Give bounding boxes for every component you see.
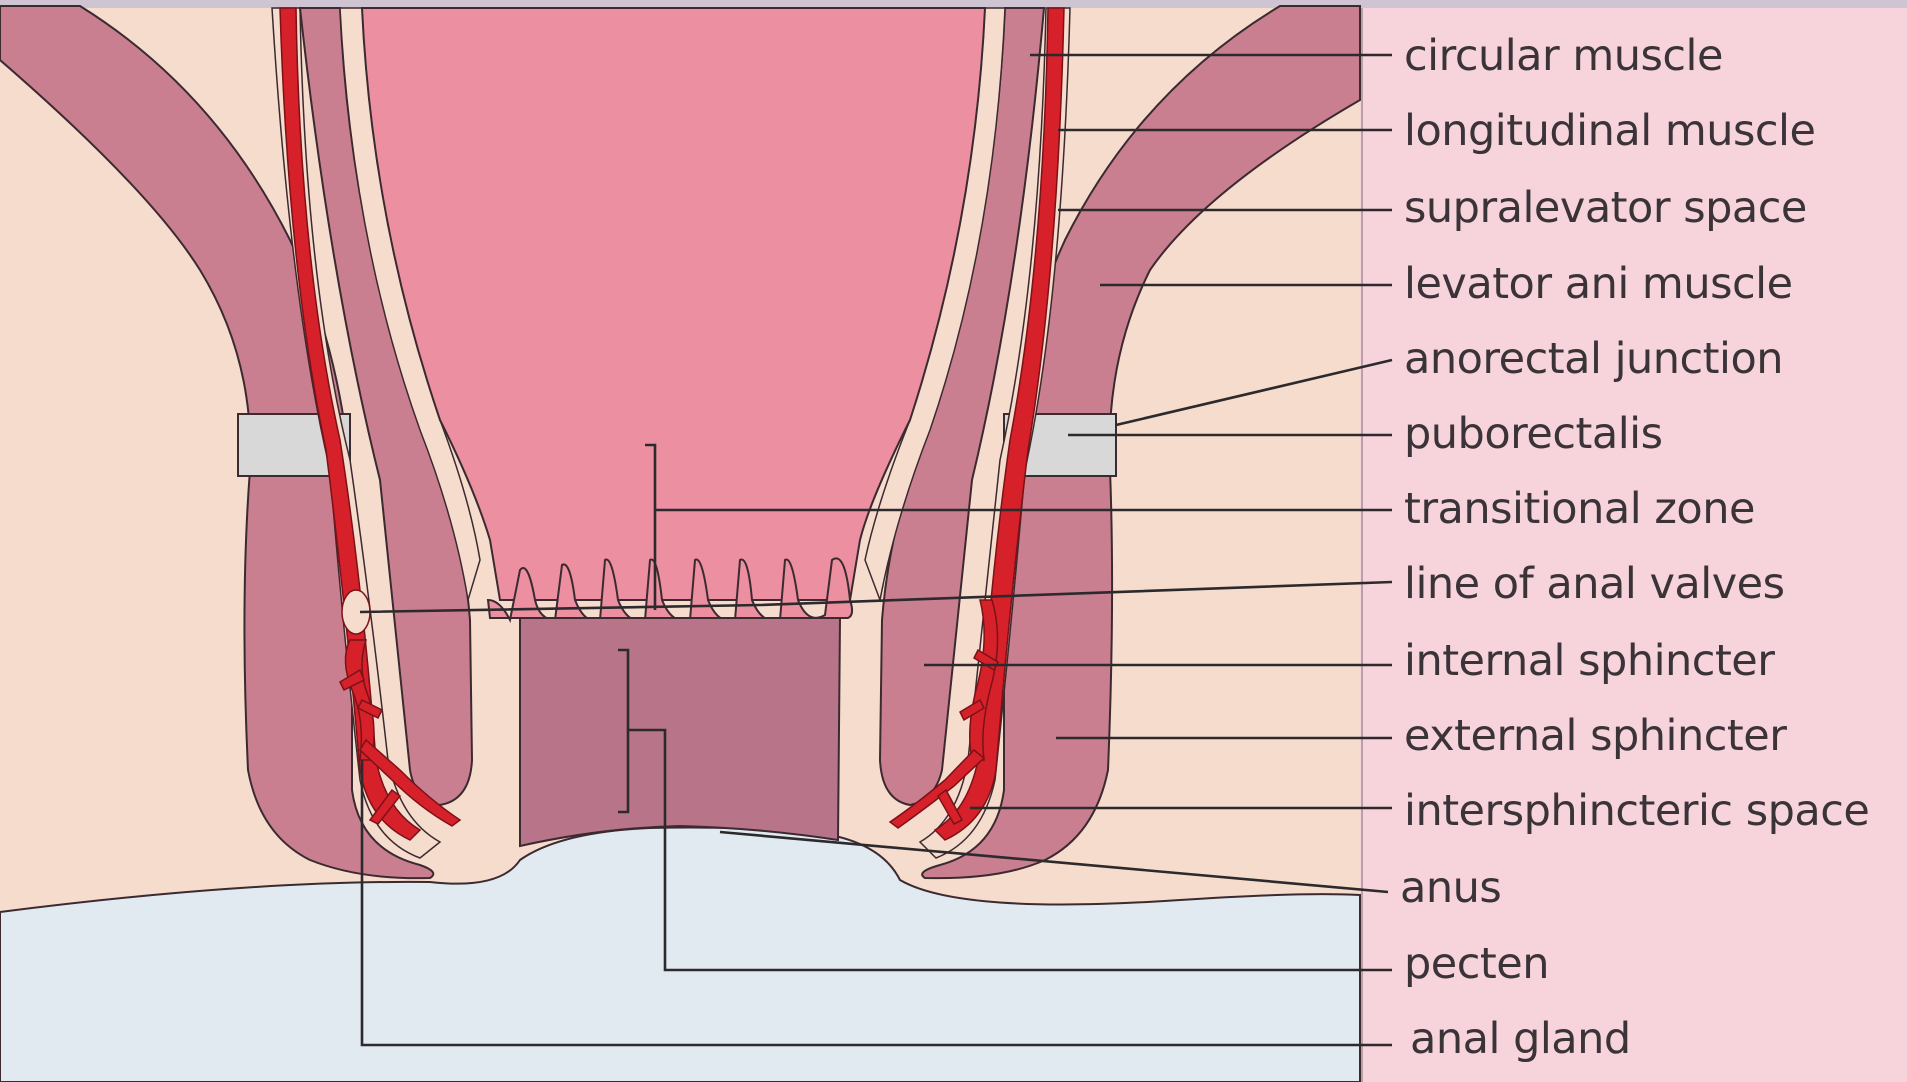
label-circular-muscle: circular muscle xyxy=(1404,31,1723,81)
label-anorectal-junction: anorectal junction xyxy=(1404,334,1783,384)
label-puborectalis: puborectalis xyxy=(1404,409,1663,459)
label-levator-ani-muscle: levator ani muscle xyxy=(1404,259,1793,309)
label-line-of-anal-valves: line of anal valves xyxy=(1404,559,1785,609)
label-anal-gland: anal gland xyxy=(1410,1014,1631,1064)
label-anus: anus xyxy=(1400,863,1501,913)
label-pecten: pecten xyxy=(1404,939,1549,989)
label-transitional-zone: transitional zone xyxy=(1404,484,1755,534)
label-external-sphincter: external sphincter xyxy=(1404,711,1787,761)
label-internal-sphincter: internal sphincter xyxy=(1404,636,1775,686)
label-supralevator-space: supralevator space xyxy=(1404,183,1807,233)
label-intersphincteric-space: intersphincteric space xyxy=(1404,786,1869,836)
pecten-region xyxy=(520,618,840,846)
top-border xyxy=(0,0,1907,8)
label-longitudinal-muscle: longitudinal muscle xyxy=(1404,106,1815,156)
